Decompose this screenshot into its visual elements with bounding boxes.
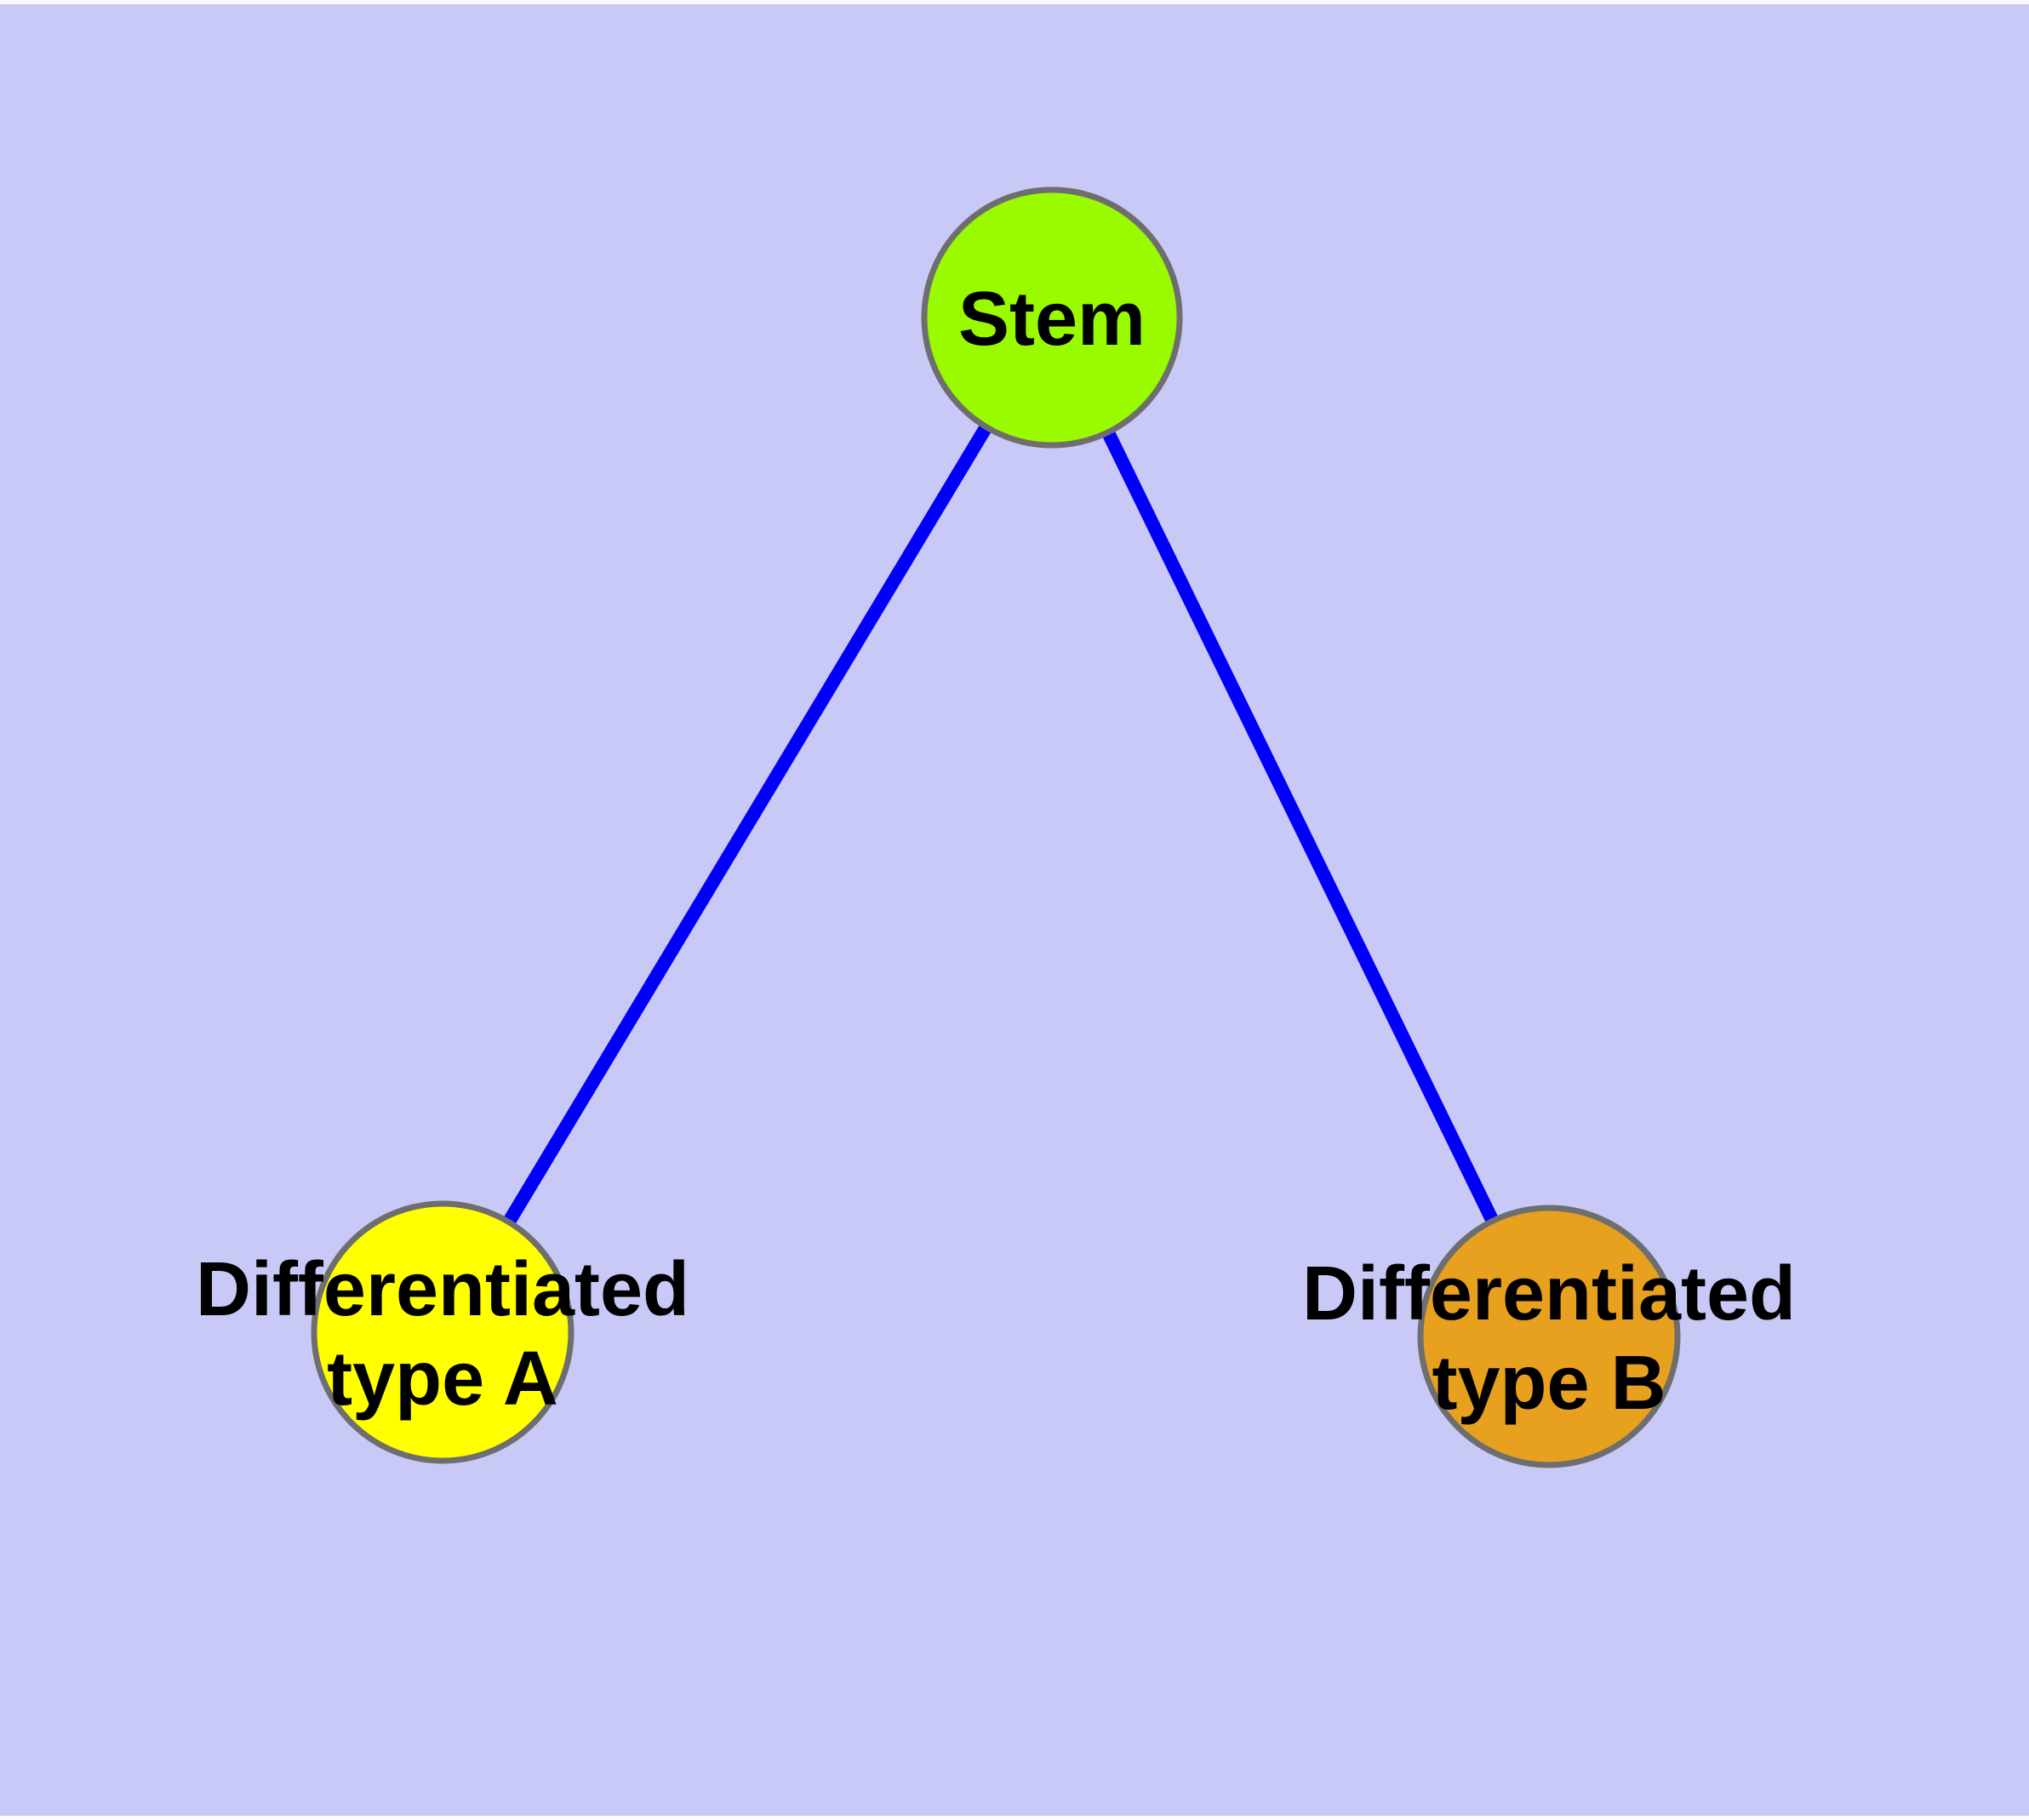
node-type-a-circle[interactable] [311,1200,574,1464]
node-type-b-circle[interactable] [1417,1205,1681,1468]
node-differentiated-type-b: Differentiated type B [1302,1205,1796,1468]
node-stem: Stem [921,186,1183,449]
window-top-edge [0,0,2029,4]
edge-stem-to-type-b [1045,314,1556,1340]
edge-stem-to-type-a [437,313,1058,1336]
window-bottom-edge [0,1816,2029,1820]
node-stem-label: Stem [958,277,1146,362]
node-stem-circle[interactable] [921,186,1183,449]
node-type-b-label-line2: type B [1432,1341,1666,1426]
node-differentiated-type-a: Differentiated type A [196,1200,689,1464]
node-type-b-label-line1: Differentiated [1302,1251,1796,1336]
node-type-a-label-line1: Differentiated [196,1247,689,1332]
node-type-a-label-line2: type A [327,1336,558,1422]
